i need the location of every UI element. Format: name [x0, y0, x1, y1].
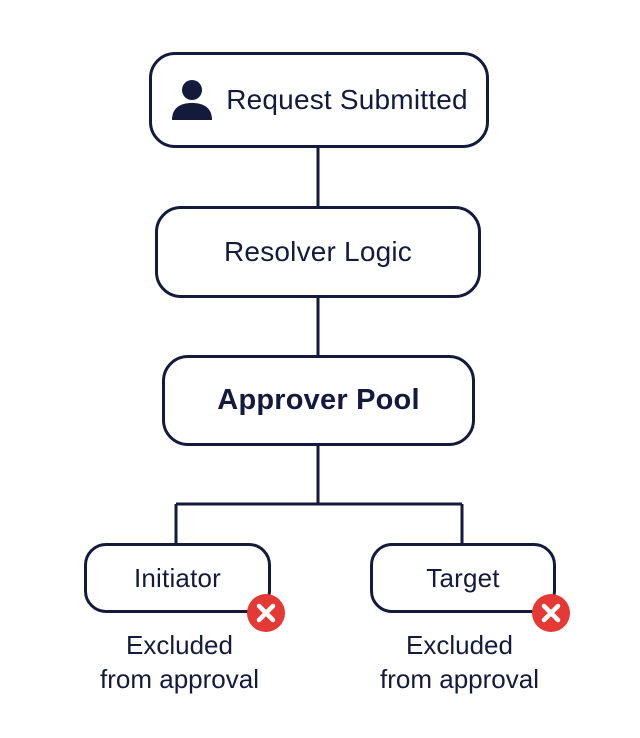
resolver-logic-label: Resolver Logic	[224, 236, 412, 267]
caption-line: from approval	[380, 664, 539, 694]
target-node: Target	[370, 543, 556, 613]
user-icon	[172, 80, 213, 120]
edge-approver-branches	[174, 446, 464, 543]
approver-pool-label: Approver Pool	[217, 384, 420, 416]
caption-line: Excluded	[406, 630, 513, 660]
target-exclusion-caption: Excluded from approval	[357, 628, 562, 696]
x-circle-icon	[247, 594, 285, 632]
caption-line: Excluded	[126, 630, 233, 660]
caption-line: from approval	[100, 664, 259, 694]
x-circle-icon	[532, 594, 570, 632]
initiator-exclusion-caption: Excluded from approval	[77, 628, 282, 696]
request-submitted-node: Request Submitted	[149, 52, 489, 148]
request-submitted-label: Request Submitted	[226, 84, 468, 115]
initiator-node: Initiator	[84, 543, 271, 613]
approver-pool-node: Approver Pool	[162, 355, 475, 446]
initiator-label: Initiator	[133, 562, 222, 593]
resolver-logic-node: Resolver Logic	[155, 206, 481, 298]
target-label: Target	[426, 562, 500, 593]
